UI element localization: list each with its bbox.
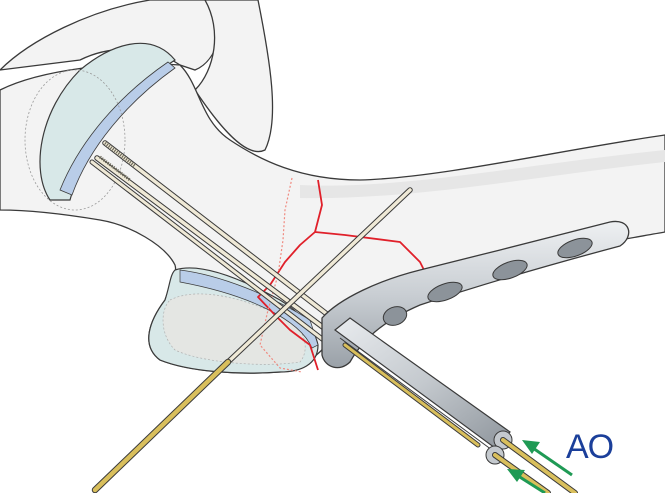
upper-articular-surface xyxy=(24,42,176,211)
k-wires xyxy=(89,140,348,348)
ao-logo: AO xyxy=(566,428,614,466)
drill-guide xyxy=(334,317,513,465)
arrow-up-left-icon xyxy=(507,469,546,493)
arrow-up-left-icon xyxy=(522,440,573,477)
crossing-k-wire xyxy=(91,187,413,493)
lower-articular-surface xyxy=(148,267,319,374)
insertion-arrows xyxy=(507,440,573,493)
plate-holes xyxy=(382,237,593,326)
